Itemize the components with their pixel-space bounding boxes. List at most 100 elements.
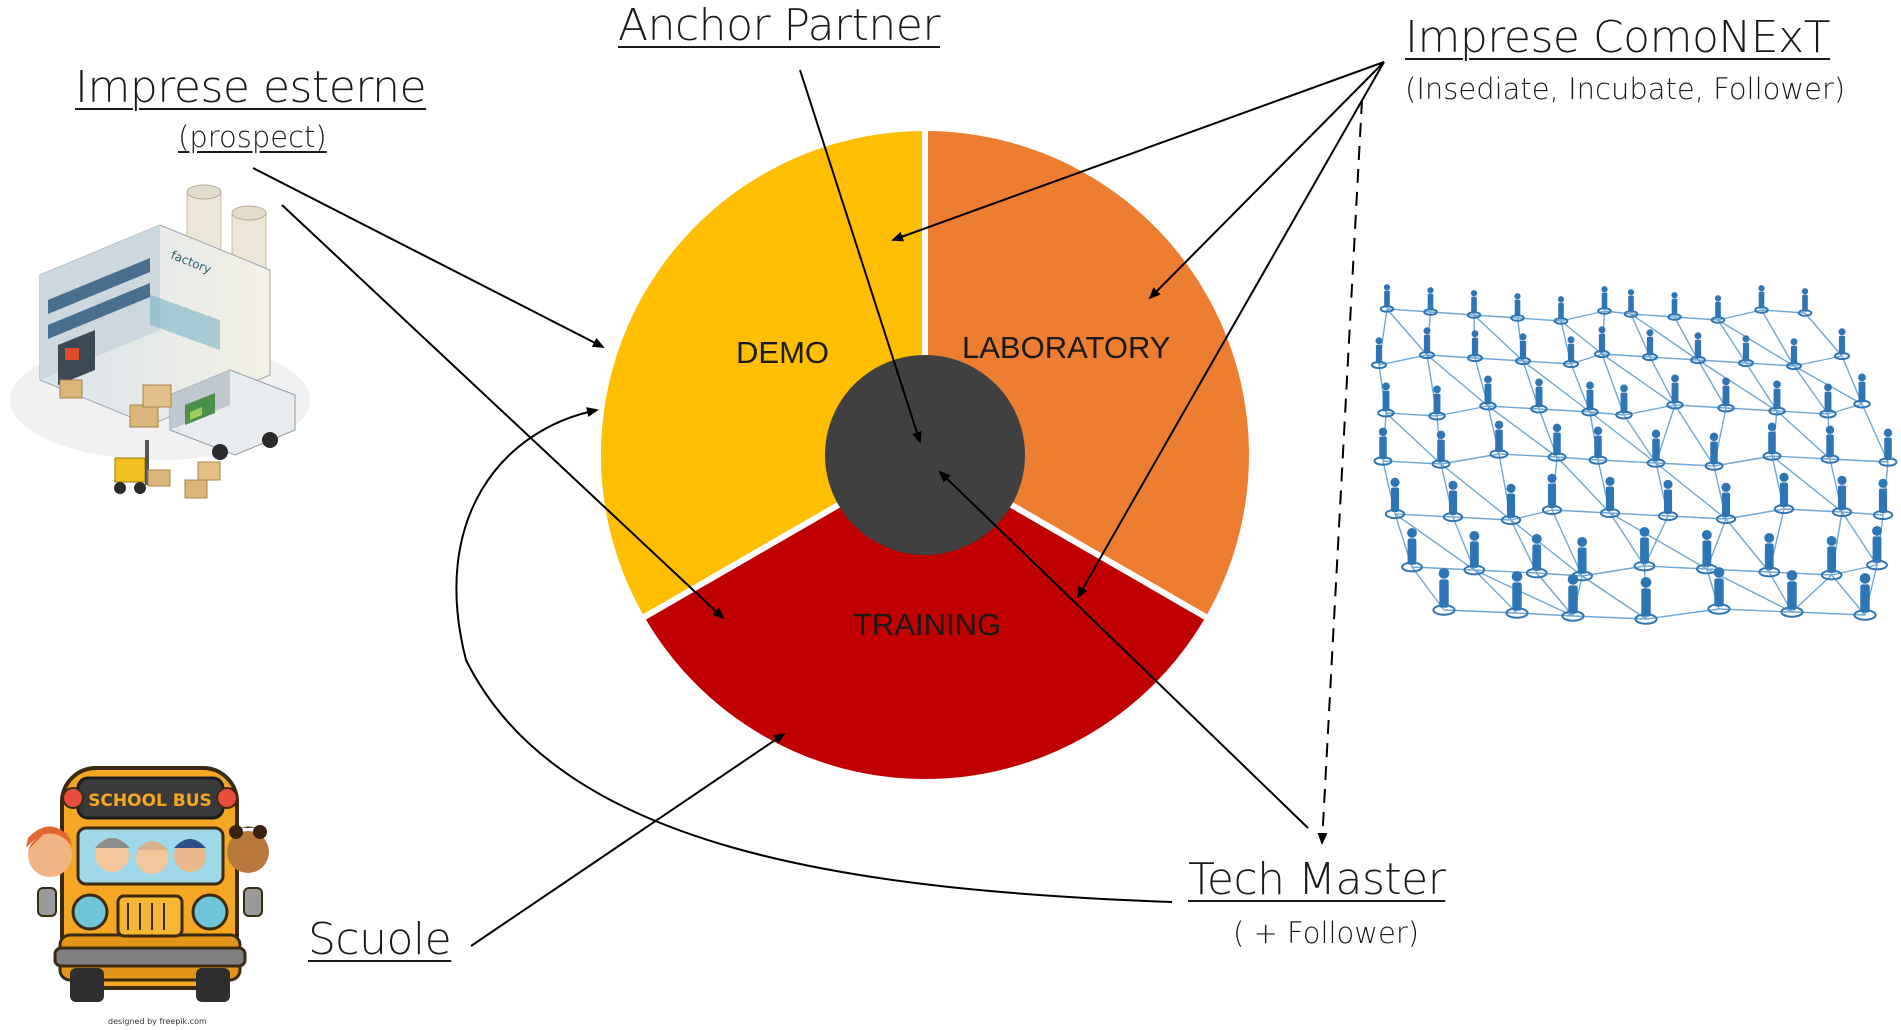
label-tech-master: Tech Master [1188, 854, 1446, 905]
network-link [1522, 360, 1572, 365]
network-person [1370, 337, 1388, 370]
network-link [1649, 356, 1676, 406]
network-person [1489, 420, 1509, 459]
network-person [1588, 426, 1608, 465]
network-person [1762, 422, 1782, 461]
network-person [1423, 287, 1438, 316]
network-person [1505, 571, 1529, 619]
network-person [1384, 477, 1406, 520]
arrow-techmaster-to-hub [938, 470, 1309, 829]
network-link [1474, 357, 1524, 362]
network-person [1758, 532, 1781, 578]
network-person [1657, 479, 1679, 522]
network-link [1601, 353, 1625, 416]
network-person [1561, 574, 1585, 622]
network-link [1745, 362, 1778, 412]
network-person [1510, 293, 1525, 322]
network-person [1831, 475, 1853, 518]
network-person [1819, 383, 1837, 419]
network-person [1377, 382, 1395, 418]
network-link [1601, 353, 1676, 406]
network-links [1378, 308, 1889, 620]
network-link [1426, 354, 1476, 359]
network-link [1609, 512, 1646, 567]
network-link [1589, 411, 1657, 464]
network-link [1394, 513, 1475, 571]
arrow-comonext-to-demo [891, 61, 1385, 242]
network-person [1530, 378, 1548, 414]
network-person [1623, 289, 1639, 318]
network-person [1432, 568, 1456, 616]
network-person [1689, 332, 1707, 365]
network-person [1418, 327, 1436, 360]
label-anchor-partner: Anchor Partner [618, 0, 940, 51]
network-link [1725, 518, 1770, 573]
network-link [1697, 359, 1747, 364]
network-link [1831, 564, 1878, 576]
network-person [1562, 336, 1580, 369]
network-person [1428, 385, 1446, 421]
network-link [1861, 403, 1889, 463]
arrow-comonext-to-training [1077, 61, 1385, 599]
segment-label-training: TRAINING [853, 607, 1002, 642]
network-person [1500, 483, 1522, 526]
network-person [1666, 374, 1684, 410]
network-person [1597, 286, 1612, 315]
network-link [1745, 362, 1795, 367]
network-person [1717, 377, 1735, 413]
network-link [1841, 511, 1878, 566]
network-link [1623, 404, 1676, 416]
network-link [1589, 411, 1625, 416]
network-link [1829, 458, 1889, 463]
network-link [1440, 453, 1500, 465]
label-comonext-sub: (Insediate, Incubate, Follower) [1405, 72, 1846, 106]
arrows [252, 61, 1385, 947]
network-link [1630, 313, 1699, 361]
network-link [1560, 320, 1603, 355]
network-link [1443, 609, 1518, 614]
freepik-credit: designed by freepik.com [108, 1017, 207, 1026]
network-link [1831, 574, 1866, 616]
network-link [1411, 566, 1445, 611]
arrow-comonext-to-techmaster [1317, 99, 1363, 845]
network-link [1771, 455, 1831, 460]
network-person [1581, 381, 1599, 417]
network-person [1466, 290, 1482, 319]
network-person [1707, 567, 1731, 615]
network-link [1623, 414, 1657, 464]
network-link [1771, 455, 1843, 513]
network-link [1522, 360, 1591, 413]
network-link [1510, 509, 1553, 521]
network-link [1440, 463, 1512, 521]
network-link [1536, 572, 1574, 617]
network-person [1715, 482, 1737, 525]
network-person [1431, 430, 1451, 469]
network-link [1649, 356, 1699, 361]
network-link [1645, 608, 1720, 620]
network-person [1710, 295, 1726, 324]
network-person [1704, 432, 1724, 471]
network-link [1717, 309, 1762, 321]
network-person [1615, 384, 1633, 420]
network-person [1820, 535, 1843, 581]
segment-label-laboratory: LABORATORY [962, 330, 1171, 365]
network-person [1379, 284, 1395, 313]
network-link [1760, 309, 1795, 367]
network-link [1609, 512, 1708, 570]
network-link [1436, 405, 1489, 417]
school-bus-sign: SCHOOL BUS [88, 791, 212, 811]
network-link [1776, 410, 1831, 460]
network-person [1833, 328, 1851, 361]
network-link [1556, 456, 1611, 514]
network-link [1382, 460, 1442, 465]
network-link [1717, 319, 1747, 364]
network-person [1442, 480, 1464, 523]
network-link [1655, 462, 1727, 520]
network-person [1646, 429, 1666, 468]
network-link [1581, 575, 1647, 620]
label-imprese-esterne: Imprese esterne [75, 62, 427, 113]
network-link [1516, 612, 1574, 617]
network-link [1697, 359, 1778, 412]
network-person [1768, 380, 1786, 416]
